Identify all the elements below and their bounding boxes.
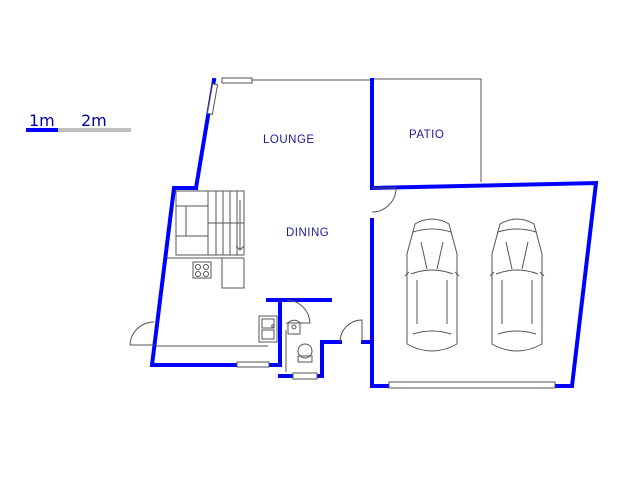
- doors: [129, 187, 397, 346]
- scale-label-2m: 2m: [81, 111, 107, 130]
- stove-icon: [192, 261, 212, 279]
- window-kitchen-south: [236, 361, 270, 368]
- basin-icon: [287, 319, 301, 335]
- door-bathroom: [286, 299, 311, 324]
- scale-bar: 1m 2m: [26, 111, 131, 132]
- garage-door: [388, 381, 556, 389]
- door-garage-dining: [371, 187, 397, 213]
- stairs-icon: [175, 190, 245, 256]
- room-label-lounge: LOUNGE: [263, 134, 315, 146]
- wall-garage-west: [370, 218, 391, 388]
- window-lounge-west: [206, 83, 219, 115]
- door-kitchen-external: [129, 321, 155, 346]
- wall-bath-south: [278, 340, 342, 378]
- scale-label-1m: 1m: [29, 111, 55, 130]
- thin-outlines: [153, 78, 482, 372]
- kitchen-nook: [221, 258, 245, 289]
- room-label-patio: PATIO: [409, 129, 444, 141]
- wall-west: [149, 186, 238, 367]
- window-lounge-north: [221, 77, 253, 84]
- patio-outline: [372, 78, 482, 182]
- windows: [206, 77, 556, 389]
- car-icon: [489, 218, 545, 352]
- wall-bath-west: [266, 298, 282, 367]
- room-label-dining: DINING: [286, 227, 329, 239]
- toilet-icon: [297, 343, 313, 363]
- wall-garage-outer: [369, 180, 599, 388]
- window-bath-south: [292, 372, 318, 380]
- sink-icon: [258, 315, 278, 343]
- car-icon: [404, 218, 460, 352]
- walls: [149, 77, 599, 388]
- door-entry: [339, 319, 363, 343]
